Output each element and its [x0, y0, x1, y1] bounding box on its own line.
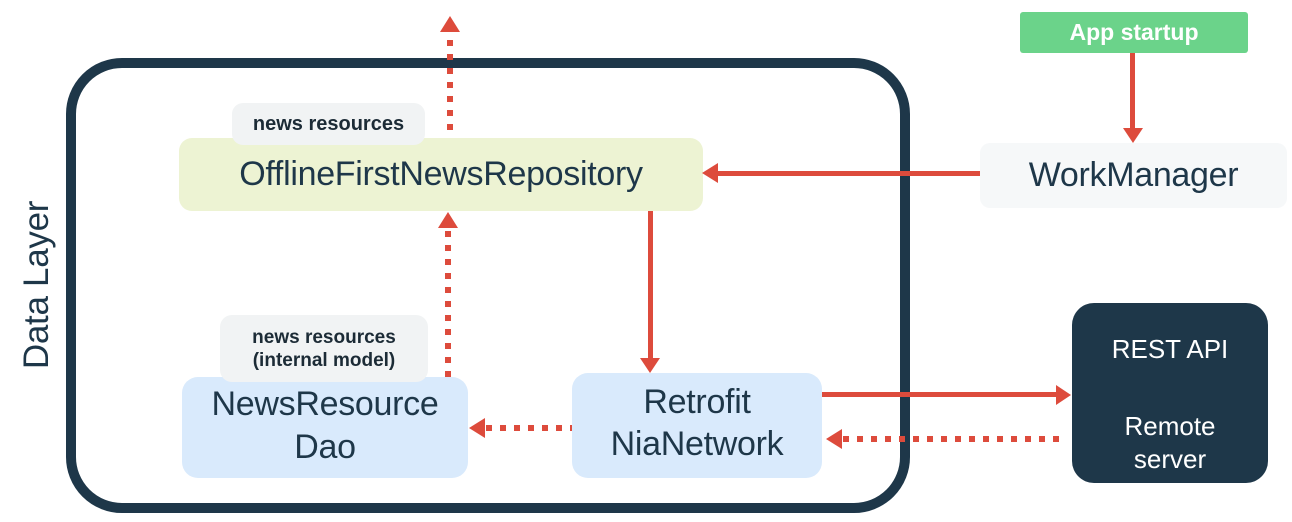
- node-work-manager: WorkManager: [980, 143, 1287, 208]
- node-news-resource-dao: NewsResource Dao: [182, 377, 468, 478]
- arrow-network-to-remote-line: [822, 392, 1056, 397]
- arrow-repository-to-ui-head-icon: [440, 16, 460, 32]
- dao-tag-line1: news resources: [252, 327, 396, 348]
- network-label-line2: NiaNetwork: [610, 425, 784, 463]
- arrow-network-to-remote-head-icon: [1056, 385, 1071, 405]
- dao-label-line2: Dao: [294, 428, 356, 466]
- tag-news-resources-internal-model: news resources (internal model): [220, 315, 428, 382]
- arrow-appstartup-to-workmanager-line: [1130, 53, 1135, 129]
- arrow-appstartup-to-workmanager-head-icon: [1123, 128, 1143, 143]
- arrow-network-to-dao-line: [486, 425, 572, 431]
- arrow-remote-to-network-line: [843, 436, 1065, 442]
- app-startup-label: App startup: [1069, 19, 1199, 45]
- node-rest-api-remote-server: REST API Remote server: [1072, 303, 1268, 483]
- remote-server-line1: Remote: [1124, 411, 1216, 441]
- node-retrofit-nia-network: Retrofit NiaNetwork: [572, 373, 822, 478]
- arrow-network-to-dao-head-icon: [469, 418, 485, 438]
- rest-api-label: REST API: [1111, 334, 1229, 364]
- arrow-repository-to-network-head-icon: [640, 358, 660, 373]
- arrow-workmanager-to-repository-line: [717, 171, 980, 176]
- data-layer-container: [66, 58, 910, 513]
- remote-server-label: Remote server: [1072, 410, 1268, 476]
- data-layer-label: Data Layer: [17, 200, 56, 370]
- node-offline-first-news-repository: OfflineFirstNewsRepository: [179, 138, 703, 211]
- arrow-dao-to-repository-line: [445, 231, 451, 377]
- arrow-remote-to-network-head-icon: [826, 429, 842, 449]
- dao-label-line1: NewsResource: [211, 385, 439, 423]
- remote-server-line2: server: [1133, 444, 1207, 474]
- network-label-line1: Retrofit: [643, 383, 751, 421]
- dao-tag-line2: (internal model): [252, 350, 396, 371]
- arrow-workmanager-to-repository-head-icon: [702, 163, 718, 183]
- workmanager-label: WorkManager: [1028, 156, 1239, 194]
- arrow-repository-to-network-line: [648, 211, 653, 358]
- tag-news-resources: news resources: [232, 103, 425, 145]
- tag-news-resources-text: news resources: [252, 113, 405, 135]
- repository-label: OfflineFirstNewsRepository: [239, 155, 643, 193]
- node-app-startup: App startup: [1020, 12, 1248, 53]
- arrow-dao-to-repository-head-icon: [438, 212, 458, 228]
- arrow-repository-to-ui-line: [447, 40, 453, 138]
